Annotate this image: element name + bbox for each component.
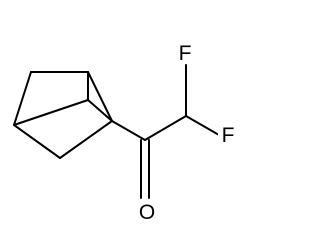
fluorine-label: F: [218, 125, 238, 146]
bond-c6-c5: [87, 99, 113, 122]
bond-c2-c3: [13, 71, 32, 126]
bond-carbonyl-chf2: [144, 115, 187, 141]
fluorine-label: F: [175, 43, 195, 64]
bond-c4-c5: [59, 120, 113, 159]
bond-c5-c1: [87, 71, 113, 122]
bond-c5-carbonyl: [111, 120, 146, 141]
structure-canvas: F F O: [13, 43, 238, 224]
bond-chf2-f2: [185, 115, 220, 136]
bond-c3-c4: [13, 124, 61, 159]
bond-c3-c6: [13, 99, 89, 126]
oxygen-label: O: [137, 201, 157, 224]
skeletal-structure: [13, 64, 220, 199]
